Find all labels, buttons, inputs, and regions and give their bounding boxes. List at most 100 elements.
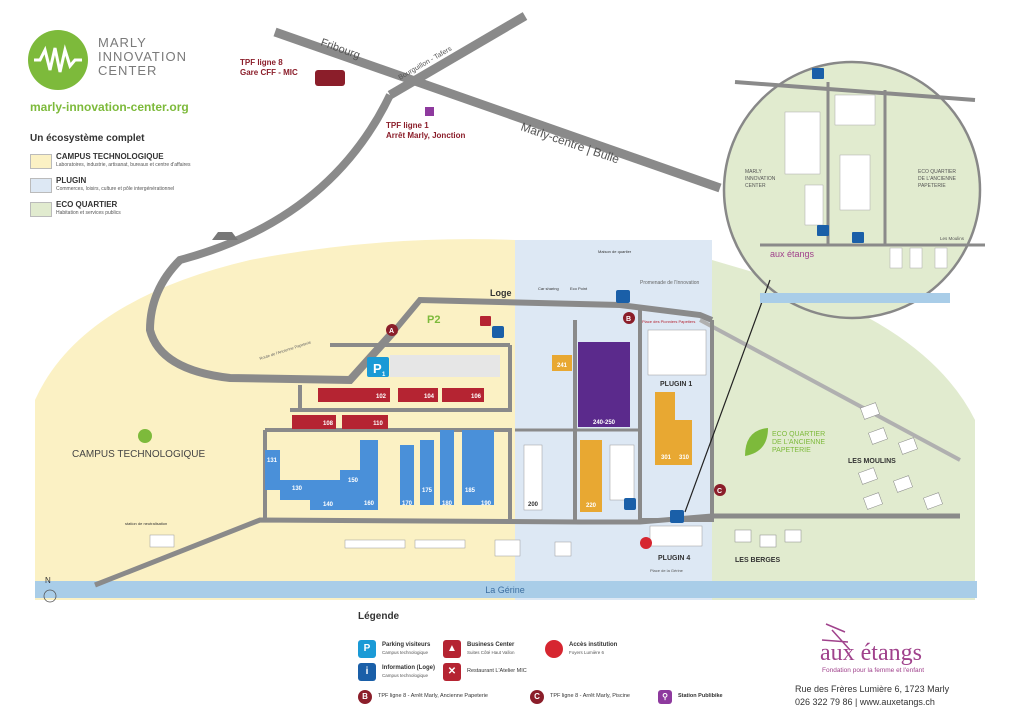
car-icon: [212, 232, 238, 240]
river: [35, 581, 977, 598]
restaurant-icon: ✕: [443, 663, 461, 681]
building-110: [342, 415, 388, 429]
inset-buildings: [784, 94, 948, 269]
label-190: 190: [481, 501, 492, 507]
road-label-promenade: Promenade de l'Innovation: [640, 280, 700, 286]
access-dot-icon: [545, 640, 563, 658]
publibike-icon: ⚲: [658, 690, 672, 704]
parking-icon-plugin-3: [624, 498, 636, 510]
label-104: 104: [424, 394, 435, 400]
legend-parking: P Parking visiteurs Campus technologique: [358, 640, 578, 666]
label-maison-quartier: Maison de quartier: [598, 249, 632, 254]
label-180: 180: [442, 501, 453, 507]
business-center-icon: [480, 316, 491, 326]
p2-label: P2: [427, 314, 440, 326]
inset-les-moulins: Les Moulins: [940, 236, 965, 241]
inset-marly-2: INNOVATION: [745, 176, 776, 182]
ligne1-line2: Arrêt Marly, Jonction: [386, 131, 466, 140]
label-131: 131: [267, 458, 278, 464]
building-108: [292, 415, 336, 429]
bus-stop-a: [386, 324, 398, 336]
ligne8-line1: TPF ligne 8: [240, 58, 283, 67]
road-main-west: [145, 93, 398, 385]
legend-publibike: ⚲ Station Publibike: [658, 690, 768, 716]
building-301-310: [655, 392, 692, 465]
label-campus: CAMPUS TECHNOLOGIQUE: [72, 449, 205, 460]
parking-icon-plugin-2: [670, 510, 684, 523]
inset-eco-3: PAPETERIE: [918, 183, 946, 189]
label-310: 310: [679, 455, 690, 461]
svg-text:A: A: [389, 328, 394, 335]
building-106: [442, 388, 484, 402]
label-200: 200: [528, 502, 539, 508]
label-place-gerine: Place de la Gérine: [650, 568, 684, 573]
business-center-icon: ▲: [443, 640, 461, 658]
building-misc-3: [414, 539, 466, 549]
building-220: [580, 440, 602, 512]
bus-stop-c-icon: C: [530, 690, 544, 704]
aux-etangs-phone[interactable]: 026 322 79 86 | www.auxetangs.ch: [795, 697, 935, 707]
svg-text:C: C: [717, 488, 722, 495]
building-170: [400, 445, 414, 505]
site-url-link[interactable]: marly-innovation-center.org: [30, 100, 189, 114]
inset-parking-icon-2: [817, 225, 829, 236]
zone-plugin: PLUGIN Commerces, loisirs, culture et pô…: [30, 176, 270, 196]
legend-restaurant: ✕ Restaurant L'Atelier MIC: [443, 663, 663, 689]
campus-badge-icon: [138, 429, 152, 443]
publibike-icon: [425, 107, 434, 116]
label-car-sharing: Car sharing: [538, 286, 559, 291]
info-loge-icon: [492, 326, 504, 338]
zone-campus: CAMPUS TECHNOLOGIQUE Laboratoires, indus…: [30, 152, 270, 172]
label-plugin4: PLUGIN 4: [658, 555, 690, 562]
inset-aux-etangs: aux étangs: [770, 249, 815, 259]
building-180: [440, 430, 454, 505]
inset-parking-icon-3: [852, 232, 864, 243]
label-150: 150: [348, 478, 359, 484]
label-102: 102: [376, 394, 387, 400]
road-bourguillon: [387, 12, 528, 99]
zone-eco-quartier: ECO QUARTIER Habitation et services publ…: [30, 200, 270, 220]
label-eco-2: DE L'ANCIENNE: [772, 439, 825, 446]
label-170: 170: [402, 501, 413, 507]
p1-subscript: 1: [382, 372, 386, 378]
building-240-250: [578, 342, 630, 427]
bus-stop-c: [714, 484, 726, 496]
building-241: [552, 355, 572, 371]
road-ancienne-papeterie: [392, 296, 714, 332]
road-label-marly-centre: Marly-centre | Bulle: [519, 120, 621, 167]
road-moulins: [699, 318, 961, 462]
building-misc-2: [344, 539, 406, 549]
label-185: 185: [465, 488, 476, 494]
bus-icon: [315, 70, 345, 86]
bus-stop-b-icon: B: [358, 690, 372, 704]
label-110: 110: [373, 421, 383, 427]
legend-tpf-c: C TPF ligne 8 - Arrêt Marly, Piscine: [530, 690, 750, 716]
aux-etangs-brand: aux étangs: [820, 640, 922, 666]
zone-swatch: [30, 202, 52, 217]
aux-etangs-address: Rue des Frères Lumière 6, 1723 Marly: [795, 684, 950, 694]
river-label: La Gérine: [485, 585, 525, 595]
label-140: 140: [323, 502, 334, 508]
inset-parking-icon-1: [812, 68, 824, 79]
north-arrow-icon: [43, 589, 57, 603]
label-130: 130: [292, 486, 303, 492]
building-175: [420, 440, 434, 505]
aux-etangs-dragonfly-icon: [821, 623, 851, 651]
building-misc-4: [494, 539, 521, 557]
ecosystem-title: Un écosystème complet: [30, 133, 145, 144]
legend-information: i Information (Loge) Campus technologiqu…: [358, 663, 578, 689]
road-fribourg: [273, 27, 722, 193]
label-station: station de neutralisation: [125, 521, 167, 526]
zone-swatch: [30, 154, 52, 169]
building-104: [398, 388, 438, 402]
building-blue-west: [265, 440, 378, 510]
label-plugin1: PLUGIN 1: [660, 381, 692, 388]
road-campus-south: [94, 513, 960, 588]
inset-eco-1: ECO QUARTIER: [918, 169, 956, 175]
access-institution-dot: [640, 537, 652, 549]
legend-tpf-b: B TPF ligne 8 - Arrêt Marly, Ancienne Pa…: [358, 690, 578, 716]
legend-title: Légende: [358, 611, 400, 622]
building-185-190: [462, 430, 494, 505]
inset-river: [760, 293, 950, 303]
